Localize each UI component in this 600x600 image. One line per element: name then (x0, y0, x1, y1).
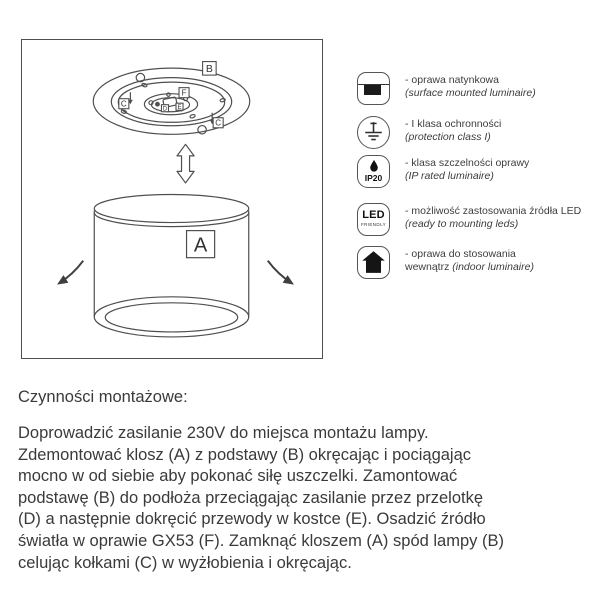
label-c2: C (215, 119, 221, 128)
label-box-c2 (212, 117, 224, 129)
screw-icon (219, 97, 226, 103)
instructions-title: Czynności montażowe: (18, 388, 188, 406)
ip-rating-icon: IP20 (357, 155, 390, 188)
feature-row-indoor-use: - oprawa do stosowania wewnątrz (indoor … (357, 246, 534, 279)
surface-mounted-icon (357, 72, 390, 105)
screw-icon (141, 82, 148, 88)
feature-label-en: (IP rated luminaire) (405, 170, 494, 183)
led-friendly-text: FRIENDLY (360, 222, 387, 227)
earth-symbol-icon (365, 122, 382, 141)
rotate-right-arrow-icon (266, 260, 294, 285)
label-c1: C (121, 100, 127, 109)
label-d: D (163, 107, 168, 113)
feature-label-pl: - możliwość zastosowania źródła LED (405, 205, 582, 217)
rotate-left-arrow-icon (57, 260, 85, 285)
feature-row-protection-class: - I klasa ochronności (protection class … (357, 116, 501, 149)
label-box-f (178, 87, 190, 99)
luminaire-block (364, 85, 381, 95)
feature-label-en: (indoor luminaire) (452, 261, 534, 274)
instructions-body: Doprowadzić zasilanie 230V do miejsca mo… (18, 424, 504, 572)
screw-icon (189, 113, 196, 119)
feature-caption: - możliwość zastosowania źródła LED (rea… (405, 203, 581, 231)
feature-caption: - klasa szczelności oprawy (IP rated lum… (405, 155, 529, 183)
ip-rating-text: IP20 (364, 173, 383, 183)
feature-row-ip-rating: IP20 - klasa szczelności oprawy (IP rate… (357, 155, 529, 188)
detach-arrow-icon (176, 143, 195, 184)
feature-label-pl: - I klasa ochronności (405, 118, 502, 130)
feature-caption: - oprawa do stosowania wewnątrz (indoor … (405, 246, 534, 274)
feature-label-pl: - oprawa do stosowania (405, 248, 516, 260)
feature-label-en: (protection class I) (405, 131, 491, 144)
label-b: B (206, 63, 213, 75)
mounting-hole (135, 72, 146, 83)
assembly-diagram: B F C C D E A (21, 39, 323, 359)
terminal-block-drawing (162, 96, 178, 108)
droplet-icon (369, 160, 378, 172)
house-icon (362, 251, 385, 273)
screw-icon (120, 109, 127, 114)
feature-row-led-friendly: LED FRIENDLY - możliwość zastosowania źr… (357, 203, 581, 236)
label-a: A (194, 235, 208, 257)
mounting-hole (197, 124, 207, 135)
label-box-d (160, 104, 170, 113)
led-text: LED (362, 208, 385, 221)
protection-class-icon (357, 116, 390, 149)
feature-caption: - I klasa ochronności (protection class … (405, 116, 501, 144)
led-friendly-icon: LED FRIENDLY (357, 203, 390, 236)
feature-label-en: (ready to mounting leds) (405, 218, 519, 231)
ceiling-line (358, 83, 389, 86)
label-box-b (202, 61, 217, 76)
label-box-a (185, 229, 216, 259)
label-box-c1 (118, 98, 130, 110)
assembly-diagram-drawing: B F C C D E A (57, 61, 294, 338)
feature-label-pl2: wewnątrz (405, 261, 453, 274)
feature-label-pl: - klasa szczelności oprawy (405, 157, 530, 169)
label-e: E (178, 105, 182, 111)
feature-label-en: (surface mounted luminaire) (405, 87, 536, 100)
lampshade-drawing (93, 193, 250, 338)
feature-label-pl: - oprawa natynkowa (405, 74, 499, 86)
feature-row-surface-mounted: - oprawa natynkowa (surface mounted lumi… (357, 72, 536, 105)
label-box-e (175, 102, 184, 111)
feature-caption: - oprawa natynkowa (surface mounted lumi… (405, 72, 536, 100)
indoor-use-icon (357, 246, 390, 279)
label-f: F (182, 88, 187, 97)
cable-gland-drawing (155, 101, 160, 107)
instructions-section: Czynności montażowe: Doprowadzić zasilan… (18, 386, 584, 574)
mounting-plate-drawing (92, 67, 251, 135)
